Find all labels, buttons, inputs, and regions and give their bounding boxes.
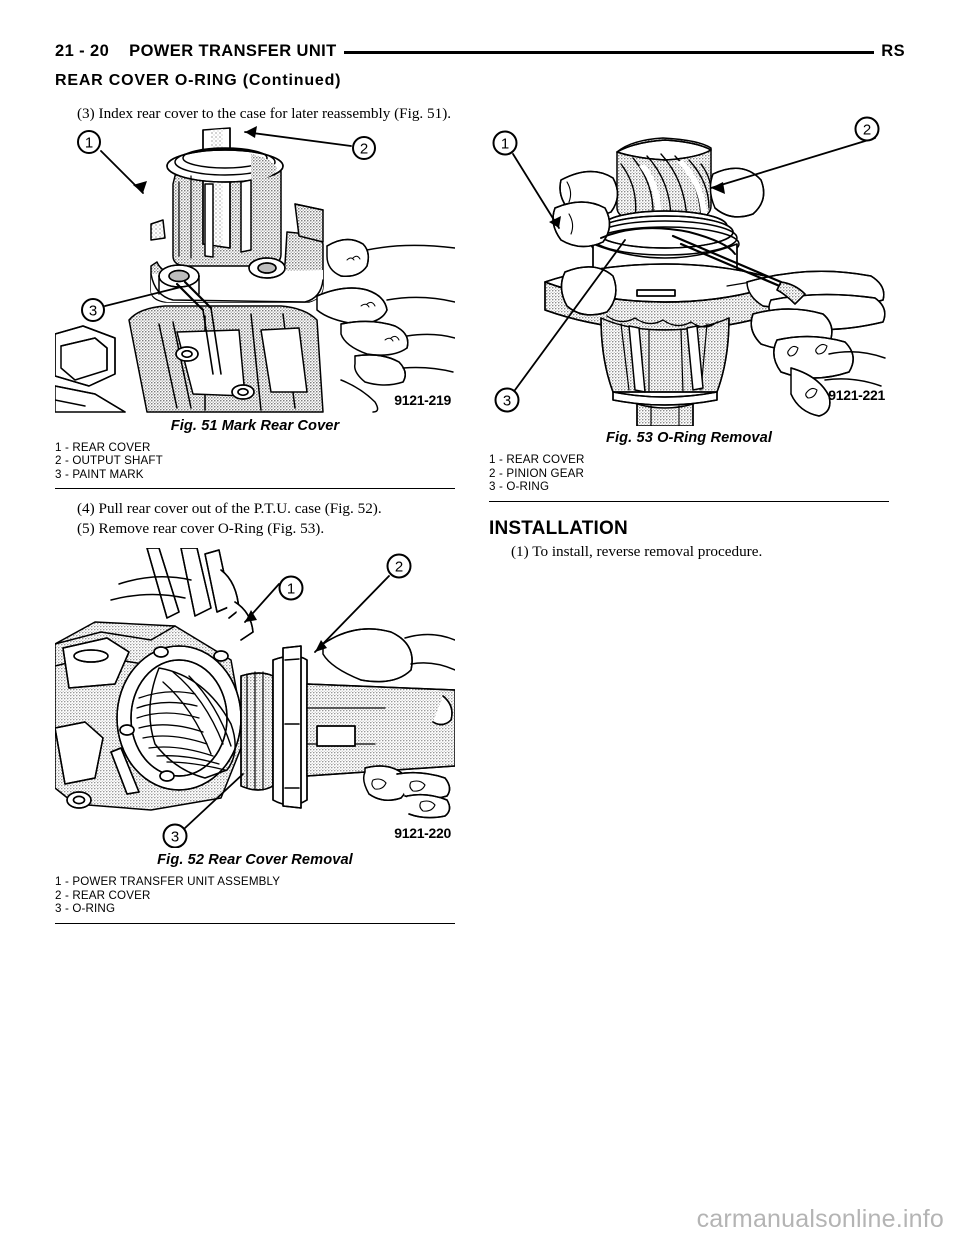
- figure-53-caption: Fig. 53 O-Ring Removal: [605, 430, 772, 446]
- svg-text:1: 1: [501, 136, 509, 153]
- steps-4-5: (4) Pull rear cover out of the P.T.U. ca…: [55, 499, 455, 538]
- figure-52-callout-2: 2: [386, 553, 412, 579]
- figure-51-caption: Fig. 51 Mark Rear Cover: [170, 417, 340, 434]
- svg-text:1: 1: [85, 134, 93, 151]
- svg-text:2: 2: [395, 559, 403, 576]
- figure-51-callout-2: 2: [352, 135, 376, 160]
- svg-text:2: 2: [360, 140, 368, 157]
- svg-text:3: 3: [171, 829, 179, 846]
- book-title: POWER TRANSFER UNIT: [129, 41, 337, 60]
- svg-text:1: 1: [287, 581, 295, 598]
- figure-53-callout-1: 1: [492, 130, 518, 156]
- figure-53-artwork: 1 2 3 9121-221: [489, 104, 889, 426]
- figure-52: 1 2 3 9121-220 Fig. 52 Rear Cover Remova…: [55, 548, 455, 925]
- figure-53-callout-2: 2: [854, 116, 880, 142]
- figure-51-legend-rule: [55, 488, 455, 490]
- installation-step-1: (1) To install, reverse removal procedur…: [511, 542, 763, 560]
- figure-51-callout-3: 3: [81, 297, 105, 322]
- left-column: (3) Index rear cover to the case for lat…: [55, 104, 455, 925]
- figure-52-part-number: 9121-220: [394, 825, 451, 841]
- figure-53: 1 2 3 9121-221 Fig. 53 O-Ring Removal 1 …: [489, 104, 889, 502]
- figure-52-callout-3: 3: [162, 823, 188, 849]
- figure-52-legend-rule: [55, 923, 455, 925]
- legend-item: 1 - REAR COVER: [55, 440, 151, 454]
- figure-53-callout-3: 3: [494, 387, 520, 413]
- figure-52-callout-1: 1: [278, 575, 304, 601]
- step-3-paragraph: (3) Index rear cover to the case for lat…: [77, 105, 452, 122]
- installation-section: INSTALLATION (1) To install, reverse rem…: [489, 518, 889, 562]
- right-column: 1 2 3 9121-221 Fig. 53 O-Ring Removal 1 …: [489, 104, 889, 561]
- legend-item: 3 - O-RING: [489, 480, 550, 494]
- page-folio: 21 - 20: [55, 41, 110, 60]
- installation-heading: INSTALLATION: [489, 517, 628, 539]
- svg-text:2: 2: [863, 122, 871, 139]
- svg-text:3: 3: [503, 393, 511, 410]
- figure-51: 1 2 3 9121-219 Fig. 51 Mark Rear Cover 1…: [55, 123, 455, 490]
- step-4: (4) Pull rear cover out of the P.T.U. ca…: [77, 500, 382, 518]
- header-rule: [343, 50, 875, 54]
- legend-item: 3 - PAINT MARK: [55, 467, 144, 481]
- legend-item: 1 - REAR COVER: [489, 453, 585, 466]
- legend-item: 2 - REAR COVER: [55, 888, 151, 902]
- model-mark: RS: [881, 41, 905, 60]
- figure-52-caption: Fig. 52 Rear Cover Removal: [157, 852, 353, 869]
- site-watermark: carmanualsonline.info: [696, 1205, 944, 1233]
- section-continued-title: REAR COVER O-RING (Continued): [55, 72, 342, 89]
- figure-51-artwork: 1 2 3 9121-219: [55, 123, 455, 414]
- legend-item: 2 - OUTPUT SHAFT: [55, 454, 163, 468]
- figure-52-legend: 1 - POWER TRANSFER UNIT ASSEMBLY 2 - REA…: [55, 875, 455, 916]
- figure-53-part-number: 9121-221: [828, 387, 885, 403]
- figure-51-part-number: 9121-219: [394, 392, 451, 408]
- figure-51-legend: 1 - REAR COVER 2 - OUTPUT SHAFT 3 - PAIN…: [55, 441, 455, 482]
- legend-item: 3 - O-RING: [55, 902, 116, 916]
- figure-53-legend: 1 - REAR COVER 2 - PINION GEAR 3 - O-RIN…: [489, 453, 889, 494]
- figure-53-legend-rule: [489, 500, 889, 502]
- legend-item: 2 - PINION GEAR: [489, 466, 585, 480]
- figure-52-artwork: 1 2 3 9121-220: [55, 548, 455, 849]
- page-header: 21 - 20 POWER TRANSFER UNIT RS: [55, 38, 905, 64]
- svg-text:3: 3: [89, 302, 97, 319]
- step-5: (5) Remove rear cover O-Ring (Fig. 53).: [77, 519, 325, 537]
- figure-51-callout-1: 1: [77, 129, 101, 154]
- legend-item: 1 - POWER TRANSFER UNIT ASSEMBLY: [55, 875, 281, 889]
